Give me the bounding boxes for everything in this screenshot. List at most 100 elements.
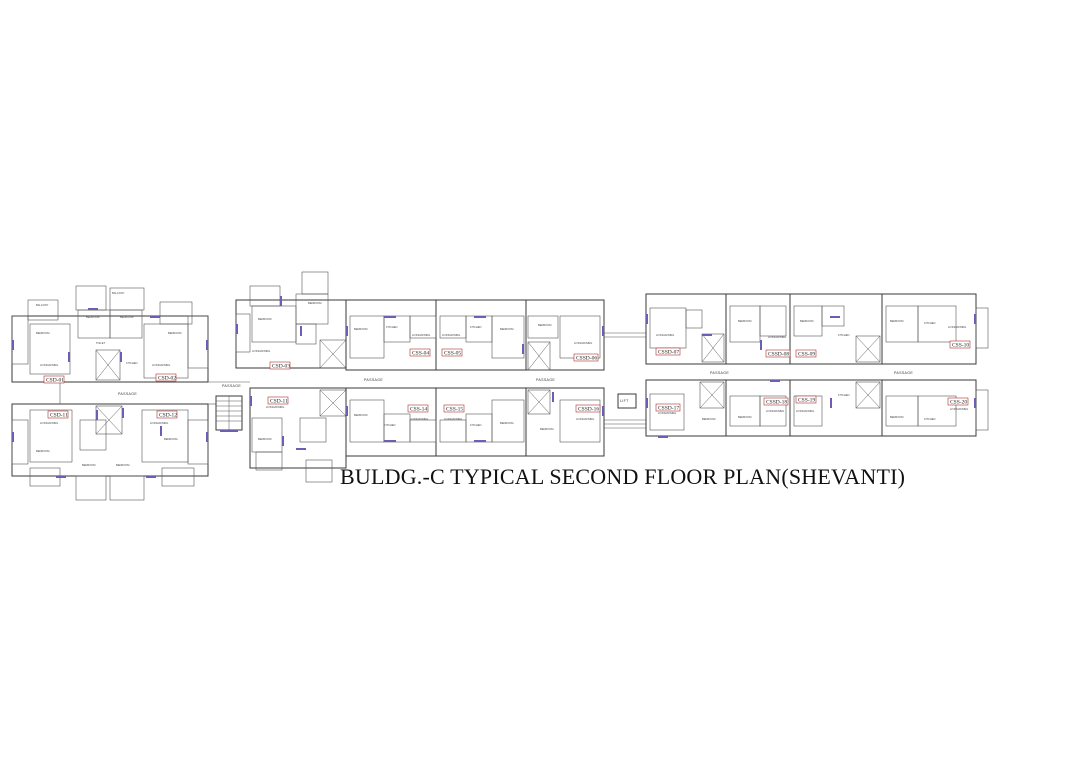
svg-text:BEDROOM: BEDROOM: [36, 331, 49, 335]
svg-text:LIVING/DINING: LIVING/DINING: [252, 349, 270, 353]
svg-text:BEDROOM: BEDROOM: [258, 317, 271, 321]
svg-text:KITCHEN: KITCHEN: [838, 393, 850, 397]
central-wing: [345, 299, 646, 457]
unit-tag-cssd-06: CSSD-06: [573, 353, 599, 362]
unit-tag-css-05: CSS-05: [441, 348, 463, 357]
svg-text:BEDROOM: BEDROOM: [354, 413, 367, 417]
passage-label: PASSAGE: [894, 371, 913, 375]
svg-text:CSS-15: CSS-15: [446, 407, 463, 413]
svg-text:LIVING/DINING: LIVING/DINING: [442, 333, 460, 337]
svg-text:BEDROOM: BEDROOM: [258, 437, 271, 441]
svg-text:CSD-03: CSD-03: [272, 364, 290, 370]
passage-label: PASSAGE: [536, 378, 555, 382]
svg-text:LIVING/DINING: LIVING/DINING: [152, 363, 170, 367]
svg-text:CSSD-17: CSSD-17: [658, 406, 679, 412]
svg-text:CSS-19: CSS-19: [798, 398, 815, 404]
svg-text:CSS-05: CSS-05: [444, 351, 461, 357]
svg-text:BEDROOM: BEDROOM: [702, 417, 715, 421]
svg-text:LIVING/DINING: LIVING/DINING: [412, 333, 430, 337]
svg-text:CSSD-07: CSSD-07: [658, 350, 679, 356]
svg-text:BEDROOM: BEDROOM: [86, 315, 99, 319]
passage-labels: PASSAGE PASSAGE PASSAGE PASSAGE PASSAGE …: [118, 371, 913, 403]
svg-text:CSSD-06: CSSD-06: [576, 356, 597, 362]
svg-text:BEDROOM: BEDROOM: [738, 319, 751, 323]
svg-text:BEDROOM: BEDROOM: [538, 323, 551, 327]
passage-label: PASSAGE: [222, 384, 241, 388]
unit-tag-cssd-17: CSSD-17: [655, 403, 681, 412]
svg-text:BEDROOM: BEDROOM: [116, 463, 129, 467]
svg-text:BEDROOM: BEDROOM: [164, 437, 177, 441]
svg-text:CSD-01: CSD-01: [46, 378, 64, 384]
svg-text:KITCHEN: KITCHEN: [470, 423, 482, 427]
unit-tag-cssd-18: CSSD-18: [763, 397, 789, 406]
svg-text:KITCHEN: KITCHEN: [924, 417, 936, 421]
left-wing: [11, 285, 250, 501]
svg-text:CSSD-16: CSSD-16: [578, 407, 599, 413]
svg-text:LIVING/DINING: LIVING/DINING: [266, 405, 284, 409]
svg-text:BEDROOM: BEDROOM: [36, 449, 49, 453]
passage-label: PASSAGE: [364, 378, 383, 382]
svg-text:CSS-10: CSS-10: [952, 343, 969, 349]
svg-text:KITCHEN: KITCHEN: [838, 333, 850, 337]
unit-tag-css-04: CSS-04: [409, 348, 431, 357]
right-wing: [645, 293, 989, 438]
svg-text:CSS-14: CSS-14: [410, 407, 427, 413]
svg-text:BEDROOM: BEDROOM: [82, 463, 95, 467]
svg-text:CSSD-18: CSSD-18: [766, 400, 787, 406]
svg-text:BALCONY: BALCONY: [36, 303, 49, 307]
room-labels: BEDROOM BEDROOM BEDROOM BEDROOM LIVING/D…: [36, 291, 968, 467]
svg-text:BEDROOM: BEDROOM: [540, 427, 553, 431]
svg-text:CSD-12: CSD-12: [159, 413, 177, 419]
svg-text:CSD-02: CSD-02: [158, 376, 176, 382]
unit-tag-css-15: CSS-15: [443, 404, 465, 413]
svg-text:BEDROOM: BEDROOM: [354, 327, 367, 331]
svg-text:BEDROOM: BEDROOM: [800, 319, 813, 323]
svg-text:BEDROOM: BEDROOM: [500, 421, 513, 425]
unit-tag-css-20: CSS-20: [947, 397, 969, 406]
svg-text:CSSD-08: CSSD-08: [768, 352, 789, 358]
unit-tags: CSD-01 CSD-02 CSD-03 CSS-04 CSS-05 CSSD-…: [43, 340, 971, 419]
svg-text:BEDROOM: BEDROOM: [168, 331, 181, 335]
svg-text:LIVING/DINING: LIVING/DINING: [576, 417, 594, 421]
svg-text:CSS-04: CSS-04: [412, 351, 429, 357]
svg-text:CSD-11: CSD-11: [50, 413, 68, 419]
svg-text:BALCONY: BALCONY: [112, 291, 125, 295]
drawing-title: BULDG.-C TYPICAL SECOND FLOOR PLAN(SHEVA…: [340, 464, 905, 489]
svg-text:BEDROOM: BEDROOM: [738, 415, 751, 419]
unit-tag-css-19: CSS-19: [795, 395, 817, 404]
svg-text:KITCHEN: KITCHEN: [924, 321, 936, 325]
lift-label: LIFT: [620, 399, 629, 403]
unit-tag-cssd-08: CSSD-08: [765, 349, 791, 358]
svg-text:KITCHEN: KITCHEN: [126, 361, 138, 365]
svg-text:TOILET: TOILET: [96, 341, 105, 345]
svg-text:LIVING/DINING: LIVING/DINING: [768, 335, 786, 339]
unit-tag-csd-02: CSD-02: [155, 373, 177, 382]
svg-text:KITCHEN: KITCHEN: [386, 325, 398, 329]
unit-tag-cssd-07: CSSD-07: [655, 347, 681, 356]
svg-text:LIVING/DINING: LIVING/DINING: [948, 325, 966, 329]
unit-tag-csd-01: CSD-01: [43, 375, 65, 384]
svg-text:BEDROOM: BEDROOM: [890, 415, 903, 419]
passage-label: PASSAGE: [710, 371, 729, 375]
svg-text:LIVING/DINING: LIVING/DINING: [950, 407, 968, 411]
unit-tag-css-14: CSS-14: [407, 404, 429, 413]
svg-text:CSD-11: CSD-11: [270, 399, 288, 405]
svg-text:LIVING/DINING: LIVING/DINING: [656, 333, 674, 337]
svg-text:BEDROOM: BEDROOM: [890, 319, 903, 323]
svg-text:LIVING/DINING: LIVING/DINING: [796, 409, 814, 413]
svg-text:CSS-09: CSS-09: [798, 352, 815, 358]
unit-tag-cssd-16: CSSD-16: [575, 404, 601, 413]
unit-tag-css-09: CSS-09: [795, 349, 817, 358]
svg-text:BEDROOM: BEDROOM: [120, 315, 133, 319]
svg-text:CSS-20: CSS-20: [950, 400, 967, 406]
passage-label: PASSAGE: [118, 392, 137, 396]
svg-text:KITCHEN: KITCHEN: [470, 325, 482, 329]
svg-text:LIVING/DINING: LIVING/DINING: [574, 341, 592, 345]
unit-tag-csd-12: CSD-12: [156, 410, 178, 419]
svg-text:BEDROOM: BEDROOM: [500, 327, 513, 331]
svg-text:LIVING/DINING: LIVING/DINING: [150, 421, 168, 425]
unit-tag-csd-11-middle: CSD-11: [267, 396, 289, 405]
svg-text:KITCHEN: KITCHEN: [384, 423, 396, 427]
svg-text:LIVING/DINING: LIVING/DINING: [444, 417, 462, 421]
